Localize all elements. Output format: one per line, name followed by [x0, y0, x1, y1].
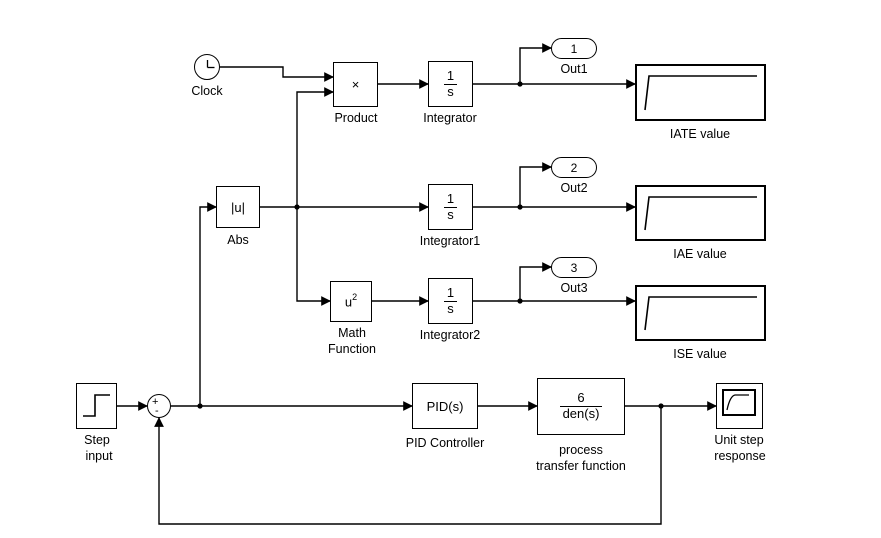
wire-branch-to-out3[interactable]	[519, 262, 552, 301]
abs-label: Abs	[227, 233, 249, 247]
process-transfer-function-block[interactable]: 6 den(s)	[537, 378, 625, 435]
product-block[interactable]: ×	[333, 62, 378, 107]
junction-dot	[197, 403, 203, 409]
out1-label: Out1	[560, 62, 588, 76]
step-waveform-icon	[83, 394, 110, 417]
integrator1-fraction: 1 s	[444, 191, 457, 223]
clock-label: Clock	[191, 84, 223, 98]
sum-minus-sign: -	[155, 405, 159, 417]
wire-abs-to-math[interactable]	[296, 207, 331, 306]
out2-label: Out2	[560, 181, 588, 195]
integrator2-label: Integrator2	[419, 328, 481, 342]
junction-dot	[294, 204, 300, 210]
sum-block[interactable]: + -	[147, 394, 171, 418]
iate-scope-block[interactable]	[635, 64, 766, 121]
junction-dot	[517, 81, 523, 87]
iae-response-curve-icon	[643, 195, 757, 230]
integrator2-block[interactable]: 1 s	[428, 278, 473, 324]
abs-symbol: |u|	[231, 199, 245, 215]
integrator1-label: Integrator1	[419, 234, 481, 248]
integrator-fraction: 1 s	[444, 68, 457, 100]
junction-dot	[517, 204, 523, 210]
wire-clock-to-product[interactable]	[220, 66, 334, 82]
iate-label: IATE value	[669, 127, 731, 141]
sum-plus-sign: +	[152, 396, 159, 408]
wire-branch-to-out2[interactable]	[519, 162, 552, 207]
ise-label: ISE value	[673, 347, 727, 361]
math-function-label-line2: Function	[328, 342, 376, 356]
iae-label: IAE value	[673, 247, 727, 261]
out1-port[interactable]: 1	[551, 38, 597, 59]
math-function-block[interactable]: u2	[330, 281, 372, 322]
pid-controller-block[interactable]: PID(s)	[412, 383, 478, 429]
iae-scope-block[interactable]	[635, 185, 766, 241]
integrator-label: Integrator	[423, 111, 477, 125]
junction-dot	[658, 403, 664, 409]
math-function-symbol: u2	[344, 292, 358, 310]
scope-screen-icon	[722, 389, 756, 416]
out3-port[interactable]: 3	[551, 257, 597, 278]
pid-controller-label: PID Controller	[405, 436, 485, 450]
wire-branch-to-out1[interactable]	[519, 43, 552, 84]
ise-response-curve-icon	[643, 295, 757, 330]
step-input-label-line2: input	[85, 449, 113, 463]
process-fraction: 6 den(s)	[559, 390, 603, 422]
wire-error-to-abs[interactable]	[199, 202, 217, 406]
product-symbol: ×	[351, 77, 360, 92]
out3-label: Out3	[560, 281, 588, 295]
unit-step-response-label-line2: response	[714, 449, 766, 463]
wire-feedback-to-sum[interactable]	[154, 406, 662, 525]
pid-symbol: PID(s)	[426, 398, 464, 414]
integrator2-fraction: 1 s	[444, 285, 457, 317]
wire-abs-to-product[interactable]	[296, 87, 334, 207]
process-label-line1: process	[559, 443, 603, 457]
product-label: Product	[334, 111, 378, 125]
step-input-label-line1: Step	[84, 433, 110, 447]
step-input-block[interactable]	[76, 383, 117, 429]
math-function-label-line1: Math	[338, 326, 366, 340]
unit-step-response-scope-block[interactable]	[716, 383, 763, 429]
process-label-line2: transfer function	[536, 459, 626, 473]
integrator1-block[interactable]: 1 s	[428, 184, 473, 230]
clock-icon	[206, 59, 214, 68]
iate-response-curve-icon	[643, 74, 757, 110]
junction-dot	[517, 298, 523, 304]
unit-step-response-label-line1: Unit step	[714, 433, 764, 447]
ise-scope-block[interactable]	[635, 285, 766, 341]
integrator-block[interactable]: 1 s	[428, 61, 473, 107]
clock-block[interactable]	[194, 54, 220, 80]
out2-port[interactable]: 2	[551, 157, 597, 178]
abs-block[interactable]: |u|	[216, 186, 260, 228]
